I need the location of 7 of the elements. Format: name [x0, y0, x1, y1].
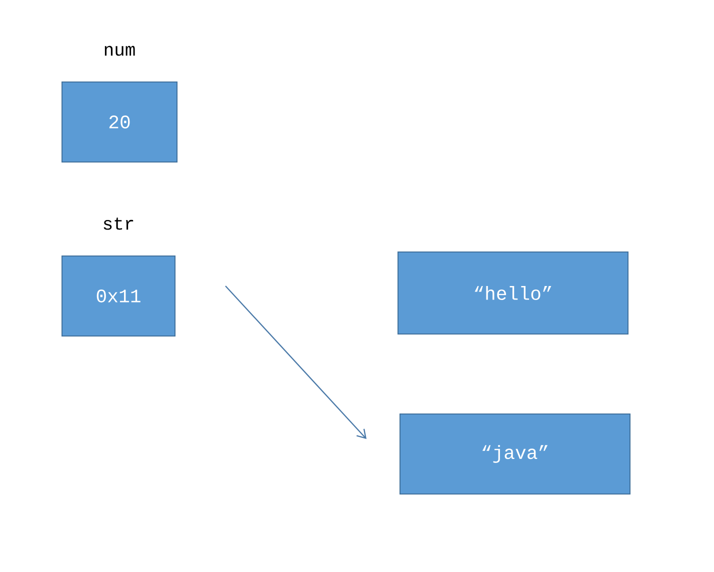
value-box: “java” [400, 414, 630, 494]
value-box: 20 [62, 82, 178, 162]
variable-name: num [104, 46, 135, 56]
value-box: 0x11 [62, 256, 176, 336]
variable-name: str [104, 218, 134, 230]
arrow [225, 286, 366, 439]
value-box: “hello” [398, 252, 628, 334]
